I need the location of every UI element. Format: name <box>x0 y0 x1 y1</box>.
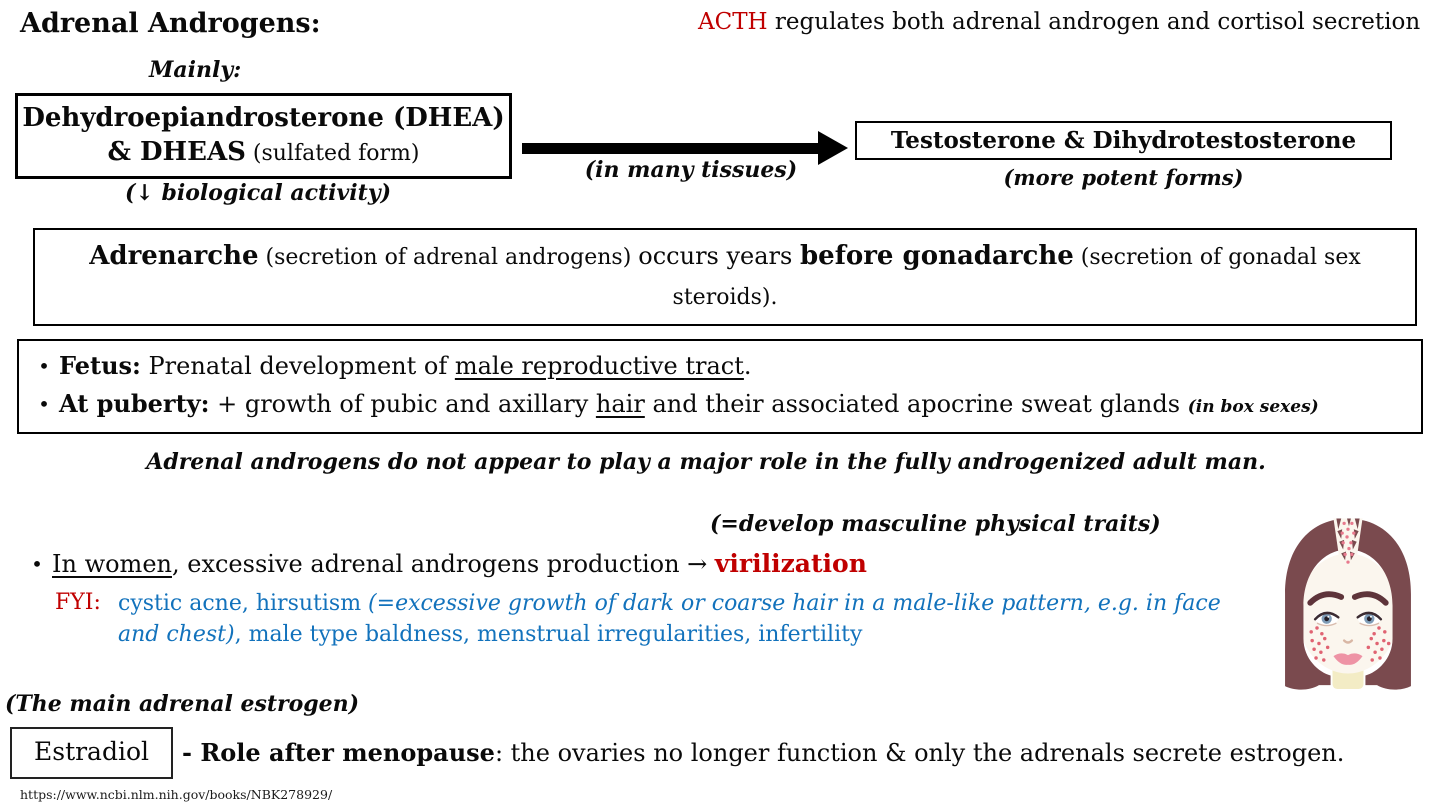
women-text: , excessive adrenal androgens production… <box>171 550 715 578</box>
nose <box>1342 639 1354 644</box>
fyi-symptoms-2: , male type baldness, menstrual irregula… <box>234 622 863 647</box>
scalp-dots <box>1340 521 1356 564</box>
adrenarche-mid: occurs years <box>638 242 800 270</box>
acne-dots <box>1309 626 1391 662</box>
testosterone-box: Testosterone & Dihydrotestosterone <box>855 121 1392 160</box>
adrenarche-term: Adrenarche <box>89 241 259 271</box>
menopause-bold: - Role after menopause <box>182 738 495 767</box>
bullet-icon: • <box>31 552 43 576</box>
in-women-underlined: In women <box>52 550 172 578</box>
mainly-label: Mainly: <box>149 57 242 83</box>
estradiol-box: Estradiol <box>10 727 173 779</box>
page-title: Adrenal Androgens: <box>20 8 321 39</box>
effects-box: • Fetus: Prenatal development of male rep… <box>17 339 1423 434</box>
balding-patch <box>1333 518 1363 572</box>
fyi-symptoms-1: cystic acne, hirsutism <box>118 591 369 616</box>
bullet-icon: • <box>38 392 50 416</box>
adult-man-note: Adrenal androgens do not appear to play … <box>146 449 1266 475</box>
fyi-symptom-list: cystic acne, hirsutism (=excessive growt… <box>118 588 1238 650</box>
acth-note: ACTH regulates both adrenal androgen and… <box>698 9 1420 35</box>
puberty-underlined: hair <box>595 390 645 418</box>
source-url: https://www.ncbi.nlm.nih.gov/books/NBK27… <box>20 787 333 802</box>
dhea-box: Dehydroepiandrosterone (DHEA) & DHEAS (s… <box>15 93 512 179</box>
bullet-icon: • <box>38 354 50 378</box>
dheas-bold: & DHEAS <box>107 137 246 167</box>
fetus-period: . <box>743 352 752 380</box>
puberty-text: + growth of pubic and axillary <box>209 390 596 418</box>
fetus-bullet-line: • Fetus: Prenatal development of male rep… <box>29 347 1411 385</box>
menopause-rest: : the ovaries no longer function & only … <box>494 739 1345 767</box>
fetus-underlined: male reproductive tract <box>454 352 744 380</box>
fyi-label: FYI: <box>55 590 101 615</box>
fetus-label: Fetus: <box>59 351 141 380</box>
hirsutism-definition: (=excessive growth of dark or coarse hai… <box>118 591 1221 647</box>
puberty-bullet-line: • At puberty: + growth of pubic and axill… <box>29 385 1411 426</box>
arrow-caption: (in many tissues) <box>584 157 798 183</box>
gonadarche-term: before gonadarche <box>799 241 1074 271</box>
adrenarche-box: Adrenarche (secretion of adrenal androge… <box>33 228 1417 326</box>
arrow-head-icon <box>818 131 848 165</box>
menopause-line: - Role after menopause: the ovaries no l… <box>182 738 1344 767</box>
fetus-text: Prenatal development of <box>140 352 455 380</box>
lips <box>1333 653 1363 665</box>
testosterone-note: (more potent forms) <box>1003 165 1244 190</box>
both-sexes-note: (in box sexes) <box>1187 397 1319 417</box>
puberty-text2: and their associated apocrine sweat glan… <box>644 390 1188 418</box>
woman-illustration <box>1256 504 1440 690</box>
estrogen-note: (The main adrenal estrogen) <box>5 691 360 717</box>
face <box>1297 553 1399 674</box>
hair <box>1285 518 1411 690</box>
dhea-activity-note: (↓ biological activity) <box>125 180 392 206</box>
dheas-sub: (sulfated form) <box>245 141 420 166</box>
adrenarche-paren1: (secretion of adrenal androgens) <box>258 245 639 270</box>
eyebrows <box>1307 591 1389 606</box>
acth-rest: regulates both adrenal androgen and cort… <box>767 9 1421 35</box>
dhea-line1: Dehydroepiandrosterone (DHEA) <box>22 103 505 133</box>
adrenarche-paren2: (secretion of gonadal sex steroids). <box>672 245 1361 310</box>
acth-term: ACTH <box>698 9 768 35</box>
eyes <box>1313 611 1383 627</box>
conversion-arrow <box>522 143 822 154</box>
women-bullet-line: • In women, excessive adrenal androgens p… <box>22 549 867 578</box>
virilization-definition: (=develop masculine physical traits) <box>710 511 1161 537</box>
woman-balding-acne-illustration <box>1285 518 1411 690</box>
virilization-term: virilization <box>714 549 867 578</box>
puberty-label: At puberty: <box>59 389 210 418</box>
dhea-line2: & DHEAS (sulfated form) <box>22 135 505 171</box>
